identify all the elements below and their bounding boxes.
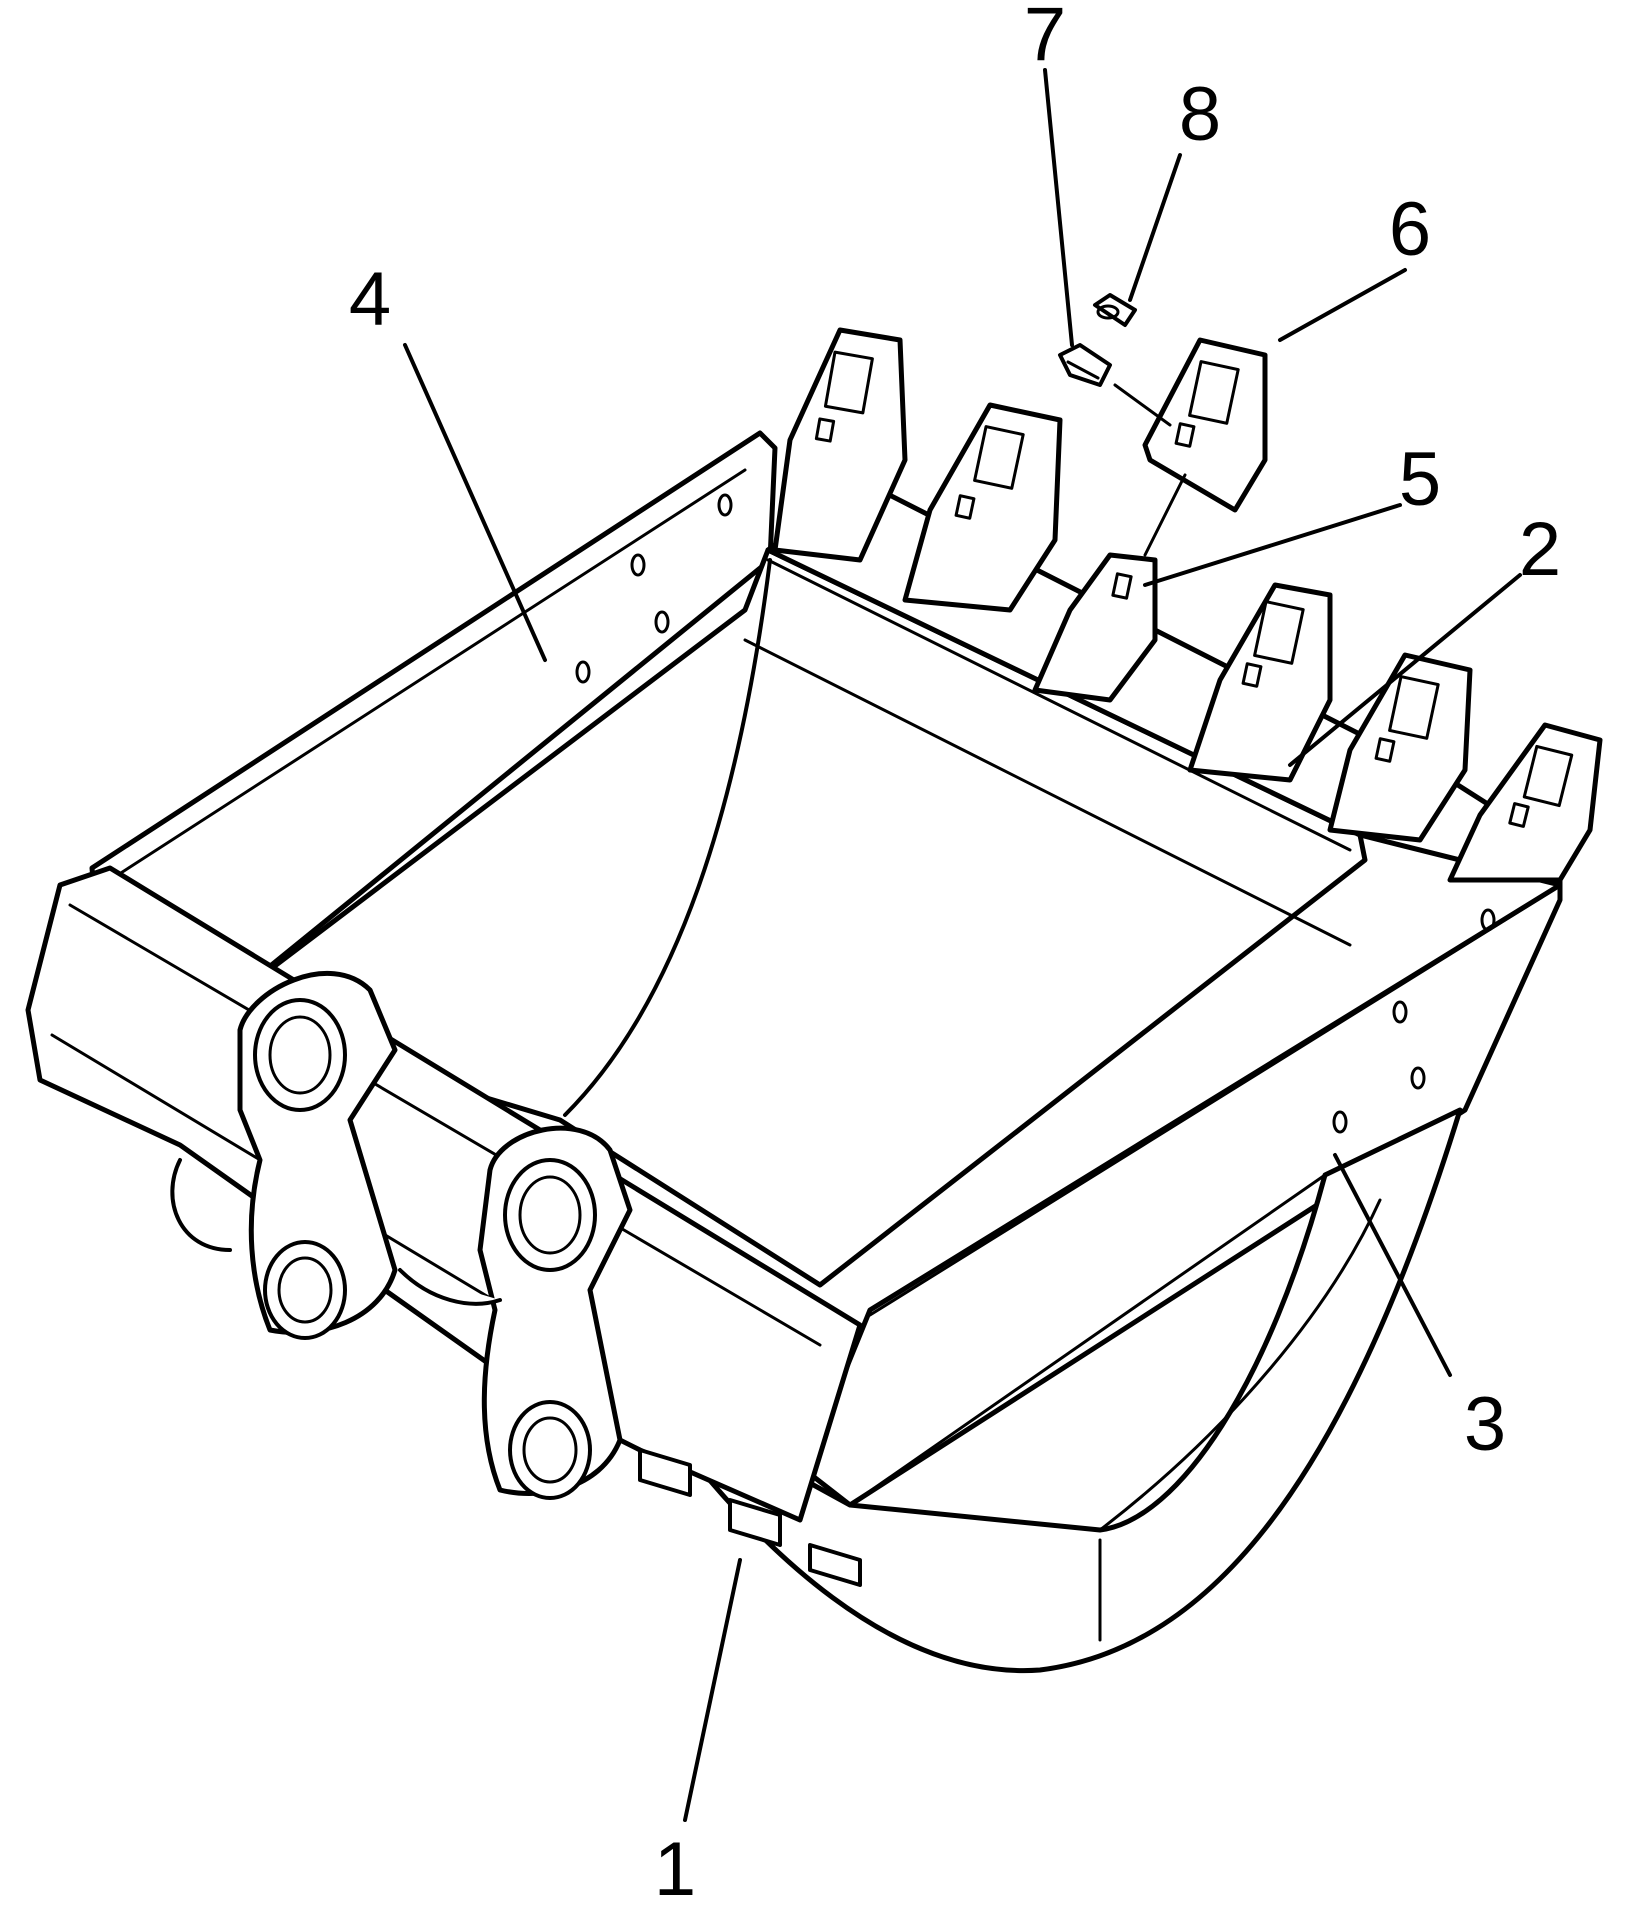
leader-4: [403, 343, 547, 662]
callouts: 1 2 3 4 5 6 7 8: [349, 0, 1561, 1912]
retainer-pin: [1093, 293, 1137, 327]
tooth: [772, 327, 908, 563]
tooth: [1187, 582, 1333, 783]
callout-4: 4: [349, 257, 391, 342]
leader-2: [1288, 573, 1522, 767]
callout-3: 3: [1464, 1382, 1506, 1467]
bucket-shell: [637, 1107, 1463, 1674]
callout-2: 2: [1519, 507, 1561, 592]
leader-5: [1143, 503, 1402, 587]
tooth: [1327, 652, 1473, 843]
callout-7: 7: [1024, 0, 1066, 77]
lock-pin: [1058, 343, 1112, 387]
callout-1: 1: [654, 1827, 696, 1912]
tooth-point: [1142, 337, 1268, 513]
mounting-bracket-front: [477, 1125, 633, 1500]
side-plate-holes: [575, 493, 1496, 1134]
leader-6: [1278, 268, 1407, 342]
leader-3: [1333, 1153, 1452, 1377]
leader-7: [1043, 68, 1074, 347]
callout-6: 6: [1389, 187, 1431, 272]
exploded-parts: [1058, 293, 1268, 557]
leader-1: [683, 1558, 742, 1822]
teeth-row: [765, 327, 1603, 888]
leader-8: [1128, 153, 1182, 302]
bucket-body: [25, 430, 1563, 1674]
tooth: [1447, 722, 1603, 883]
callout-5: 5: [1399, 437, 1441, 522]
mounting-bracket-rear: [237, 970, 398, 1340]
adapter: [1032, 552, 1158, 703]
callout-8: 8: [1179, 72, 1221, 157]
tooth: [902, 402, 1063, 613]
leader-lines: [403, 68, 1522, 1822]
